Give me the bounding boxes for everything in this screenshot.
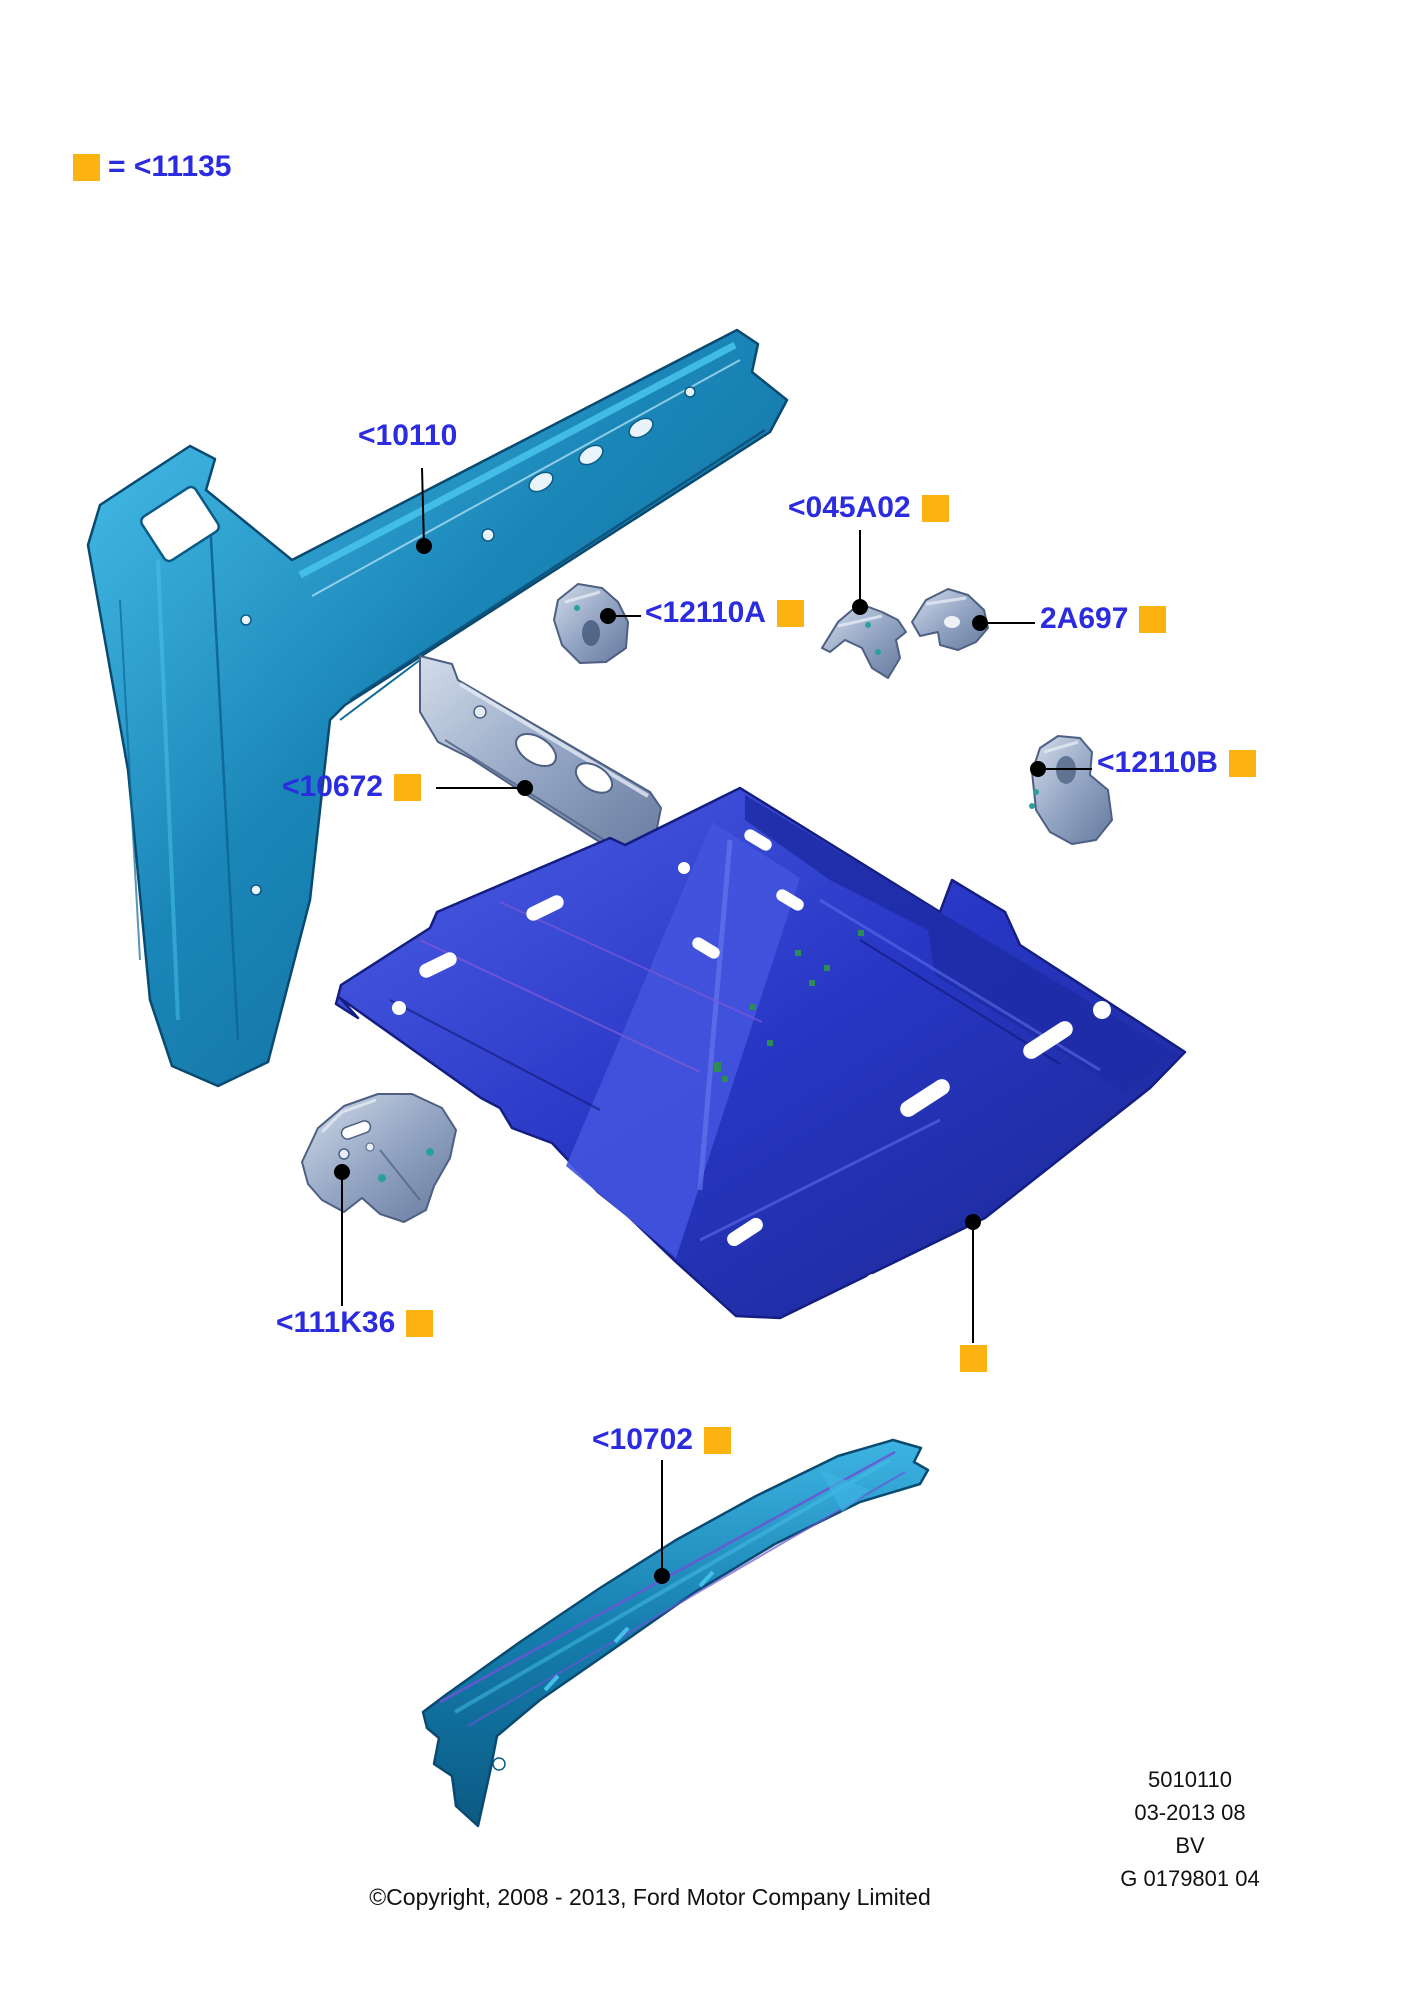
part-12110A-drawing [553,583,629,664]
dot-111K36 [334,1164,350,1180]
floor-pan-11135-marker-orange-square-icon[interactable] [960,1345,987,1372]
callout-12110A[interactable]: <12110A [645,598,804,628]
callout-12110B-orange-square-icon[interactable] [1228,749,1256,777]
callout-045A02[interactable]: <045A02 [788,493,949,523]
legend-text: = <11135 [108,150,232,183]
part-number-12110B[interactable]: <12110B [1097,746,1218,779]
part-number-12110A[interactable]: <12110A [645,596,766,629]
doc-number: 5010110 [1147,1767,1232,1792]
dot-10702 [654,1568,670,1584]
part-10702-drawing [421,1438,930,1828]
dot-2A697 [972,615,988,631]
revision: BV [1175,1833,1205,1858]
part-2A697-drawing [911,588,989,651]
callout-10702-orange-square-icon[interactable] [703,1426,731,1454]
callout-2A697-orange-square-icon[interactable] [1139,605,1167,633]
part-number-045A02[interactable]: <045A02 [788,491,911,524]
callout-10702[interactable]: <10702 [592,1425,731,1455]
legend-orange-square-icon [73,153,100,181]
callout-10110[interactable]: <10110 [358,421,457,451]
dot-10672 [517,780,533,796]
dot-12110A [600,608,616,624]
legend: = <11135 [73,150,232,184]
dot-11135 [965,1214,981,1230]
dot-12110B [1030,761,1046,777]
copyright-notice: ©Copyright, 2008 - 2013, Ford Motor Comp… [369,1884,931,1910]
part-10672-drawing [419,655,662,867]
date-code: 03-2013 08 [1134,1800,1246,1825]
part-111K36-drawing [301,1093,457,1223]
callout-12110B[interactable]: <12110B [1097,748,1256,778]
part-10110-drawing [86,328,789,1088]
callout-12110A-orange-square-icon[interactable] [776,599,804,627]
callout-111K36[interactable]: <111K36 [276,1306,434,1339]
part-number-2A697[interactable]: 2A697 [1040,602,1129,635]
leader-lines [341,467,1092,1576]
drawing-number: G 0179801 04 [1120,1866,1260,1891]
part-045A02-drawing [821,605,907,679]
callout-10672-orange-square-icon[interactable] [393,773,421,801]
dot-045A02 [852,599,868,615]
floor-pan-weld-points [714,930,864,1082]
callout-111K36-orange-square-icon[interactable] [406,1309,434,1337]
part-number-10702[interactable]: <10702 [592,1423,693,1456]
floor-pan-drawing [334,786,1187,1320]
leader-10110 [421,467,425,547]
callout-10672[interactable]: <10672 [282,772,421,802]
leader-dots [334,538,1046,1584]
part-number-10672[interactable]: <10672 [282,770,383,803]
dot-10110 [416,538,432,554]
part-12110B-drawing [1029,735,1113,845]
part-number-10110[interactable]: <10110 [358,419,458,452]
callout-045A02-orange-square-icon[interactable] [921,494,949,522]
part-number-111K36[interactable]: <111K36 [276,1306,396,1339]
callout-2A697[interactable]: 2A697 [1040,602,1167,635]
drawing-info-block: 5010110 03-2013 08 BV G 0179801 04 [1030,1763,1350,1895]
